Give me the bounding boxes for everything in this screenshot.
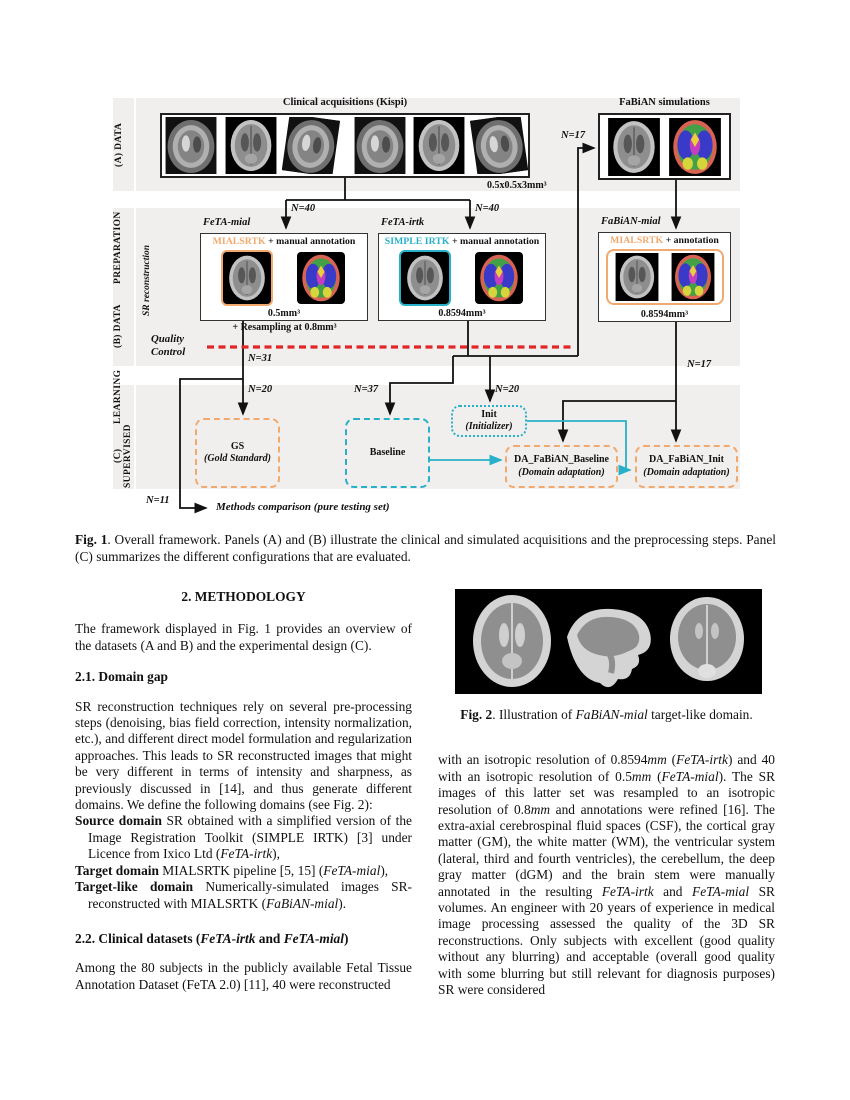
- clinical-acquisitions-images: [160, 113, 530, 178]
- annotation-image: [671, 253, 714, 301]
- fabian-mial-box: MIALSRTK + annotation 0.8594mm³: [598, 232, 731, 322]
- n20-init-label: N=20: [495, 384, 520, 395]
- mri-scan-image: [470, 117, 528, 174]
- feta-mial-box: MIALSRTK + manual annotation 0.5mm³: [200, 233, 368, 321]
- n37-label: N=37: [354, 384, 379, 395]
- n11-label: N=11: [146, 495, 170, 506]
- feta-mial-pipeline-label: MIALSRTK + manual annotation: [212, 236, 356, 247]
- right-column: Fig. 2. Illustration of FaBiAN-mial targ…: [438, 589, 775, 999]
- fabian-mial-pipeline-label: MIALSRTK + annotation: [610, 235, 719, 246]
- feta-irtk-resolution: 0.8594mm³: [438, 308, 486, 319]
- left-column: 2. METHODOLOGY The framework displayed i…: [75, 589, 412, 993]
- annotation-image: [473, 250, 525, 306]
- n40-right-label: N=40: [475, 203, 500, 214]
- fabian-mial-resolution: 0.8594mm³: [640, 309, 689, 320]
- subsection-heading-clinical-datasets: 2.2. Clinical datasets (FeTA-irtk and Fe…: [75, 930, 349, 946]
- feta-mial-resolution: 0.5mm³: [267, 308, 301, 319]
- feta-mial-title: FeTA-mial: [203, 217, 251, 228]
- fabian-simulation-images: [598, 113, 731, 180]
- sr-image: [614, 253, 659, 301]
- mri-scan-image: [281, 117, 340, 174]
- sr-image: [221, 250, 273, 306]
- source-domain-definition: Source domain SR obtained with a simplif…: [75, 813, 412, 862]
- simulated-brain-image: [607, 117, 661, 176]
- figure1-caption: Fig. 1. Overall framework. Panels (A) an…: [75, 532, 776, 564]
- mri-scan-image: [354, 117, 405, 174]
- section-heading-methodology: 2. METHODOLOGY: [181, 589, 306, 604]
- feta-irtk-pipeline-label: SIMPLE IRTK + manual annotation: [384, 236, 540, 247]
- clinical-datasets-continued-paragraph: with an isotropic resolution of 0.8594mm…: [438, 752, 775, 998]
- resampling-label: + Resampling at 0.8mm³: [232, 322, 337, 333]
- initializer-box: Init (Initializer): [451, 405, 527, 437]
- domain-gap-paragraph: SR reconstruction techniques rely on sev…: [75, 698, 412, 813]
- fabian-simulations-title: FaBiAN simulations: [619, 97, 710, 108]
- subsection-heading-domain-gap: 2.1. Domain gap: [75, 669, 169, 685]
- n17-input-label: N=17: [561, 130, 586, 141]
- gold-standard-box: GS (Gold Standard): [195, 418, 280, 488]
- n20-gs-label: N=20: [248, 384, 273, 395]
- figure2-brain-images: [455, 589, 762, 694]
- n40-left-label: N=40: [291, 203, 316, 214]
- fabian-mial-title: FaBiAN-mial: [601, 216, 661, 227]
- fabian-mial-images: [605, 249, 724, 305]
- intro-paragraph: The framework displayed in Fig. 1 provid…: [75, 621, 412, 653]
- feta-irtk-title: FeTA-irtk: [381, 217, 425, 228]
- clinical-resolution-label: 0.5x0.5x3mm³: [487, 180, 547, 191]
- da-fabian-baseline-box: DA_FaBiAN_Baseline (Domain adaptation): [505, 445, 618, 488]
- baseline-box: Baseline: [345, 418, 430, 488]
- mri-scan-image: [413, 117, 466, 174]
- clinical-datasets-paragraph: Among the 80 subjects in the publicly av…: [75, 960, 412, 992]
- figure1-framework: (A) DATA (B) DATA PREPARATION (C) SUPERV…: [113, 96, 740, 520]
- clinical-acquisitions-title: Clinical acquisitions (Kispi): [282, 97, 408, 108]
- segmentation-image: [669, 117, 721, 176]
- target-like-domain-definition: Target-like domain Numerically-simulated…: [75, 879, 412, 911]
- mri-scan-image: [224, 117, 278, 174]
- mialsrtk-label: MIALSRTK: [610, 235, 664, 246]
- simple-irtk-label: SIMPLE IRTK: [384, 236, 450, 247]
- sr-image: [399, 250, 451, 306]
- feta-irtk-box: SIMPLE IRTK + manual annotation 0.8594mm…: [378, 233, 546, 321]
- n17-da-label: N=17: [687, 359, 712, 370]
- target-domain-definition: Target domain MIALSRTK pipeline [5, 15] …: [75, 862, 389, 878]
- quality-control-label: Quality Control: [151, 333, 186, 358]
- methods-comparison-label: Methods comparison (pure testing set): [216, 501, 390, 513]
- mialsrtk-label: MIALSRTK: [212, 236, 266, 247]
- flow-arrows: [179, 142, 682, 514]
- mri-scan-image: [165, 117, 217, 174]
- n31-label: N=31: [248, 353, 273, 364]
- figure2-caption: Fig. 2. Illustration of FaBiAN-mial targ…: [460, 707, 753, 722]
- annotation-image: [295, 250, 347, 306]
- da-fabian-init-box: DA_FaBiAN_Init (Domain adaptation): [635, 445, 738, 488]
